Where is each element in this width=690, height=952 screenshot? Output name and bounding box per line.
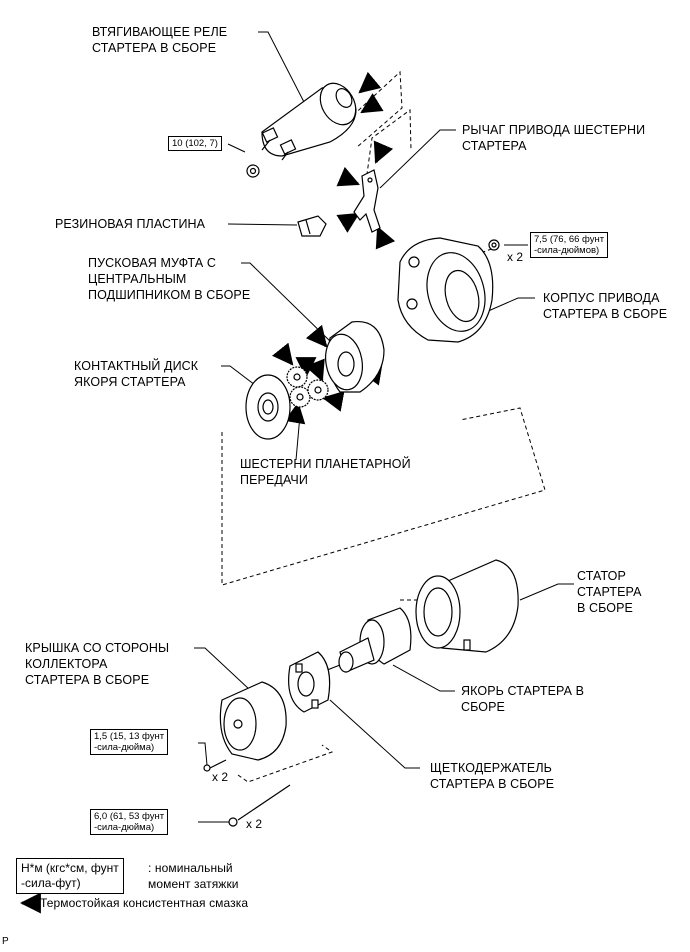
contact-plate-label: КОНТАКТНЫЙ ДИСК ЯКОРЯ СТАРТЕРА bbox=[74, 359, 199, 389]
end-frame-drawing bbox=[203, 681, 287, 772]
rubber-plate-drawing bbox=[297, 215, 327, 237]
clutch-label: ПУСКОВАЯ МУФТА С ЦЕНТРАЛЬНЫМ ПОДШИПНИКОМ… bbox=[88, 256, 251, 302]
drive-housing-label: КОРПУС ПРИВОДА СТАРТЕРА В СБОРЕ bbox=[543, 291, 668, 321]
torque-through-bolt: 6,0 (61, 53 фунт -сила-дюйма) bbox=[90, 809, 169, 835]
yoke-label: СТАТОР СТАРТЕРА В СБОРЕ bbox=[577, 569, 642, 615]
armature-drawing bbox=[321, 607, 412, 673]
solenoid-drawing bbox=[246, 82, 357, 178]
multiplier-housing-nut: x 2 bbox=[507, 250, 524, 264]
clutch-drawing bbox=[325, 320, 385, 393]
planetary-gears-label: ШЕСТЕРНИ ПЛАНЕТАРНОЙ ПЕРЕДАЧИ bbox=[240, 457, 411, 487]
through-bolt-drawing bbox=[228, 784, 291, 827]
armature-label: ЯКОРЬ СТАРТЕРА В СБОРЕ bbox=[461, 684, 585, 714]
planetary-gears-drawing bbox=[286, 366, 329, 408]
contact-plate-drawing bbox=[245, 374, 291, 440]
rubber-plate-label: РЕЗИНОВАЯ ПЛАСТИНА bbox=[55, 217, 206, 231]
solenoid-label: ВТЯГИВАЮЩЕЕ РЕЛЕ СТАРТЕРА В СБОРЕ bbox=[92, 25, 228, 55]
lever-drawing bbox=[353, 169, 381, 233]
end-frame-label: КРЫШКА СО СТОРОНЫ КОЛЛЕКТОРА СТАРТЕРА В … bbox=[25, 641, 170, 687]
torque-solenoid-nut: 10 (102, 7) bbox=[168, 136, 222, 151]
yoke-drawing bbox=[415, 559, 519, 653]
brush-holder-label: ЩЕТКОДЕРЖАТЕЛЬ СТАРТЕРА В СБОРЕ bbox=[430, 761, 555, 791]
legend-unit-box: Н*м (кгс*см, фунт -сила-фут) bbox=[16, 858, 124, 894]
legend-grease-text: Термостойкая консистентная смазка bbox=[40, 896, 249, 910]
multiplier-through-bolt: x 2 bbox=[246, 817, 263, 831]
brush-holder-drawing bbox=[288, 651, 331, 713]
torque-end-frame-screw: 1,5 (15, 13 фунт -сила-дюйма) bbox=[90, 729, 169, 755]
torque-housing-nut: 7,5 (76, 66 фунт -сила-дюймов) bbox=[530, 232, 609, 258]
legend-unit-desc: : номинальный момент затяжки bbox=[148, 861, 239, 891]
multiplier-end-frame-screw: x 2 bbox=[212, 770, 229, 784]
leader-lines bbox=[194, 31, 574, 823]
corner-code: P bbox=[2, 936, 9, 947]
lever-label: РЫЧАГ ПРИВОДА ШЕСТЕРНИ СТАРТЕРА bbox=[462, 123, 646, 153]
drive-housing-drawing bbox=[397, 237, 500, 343]
